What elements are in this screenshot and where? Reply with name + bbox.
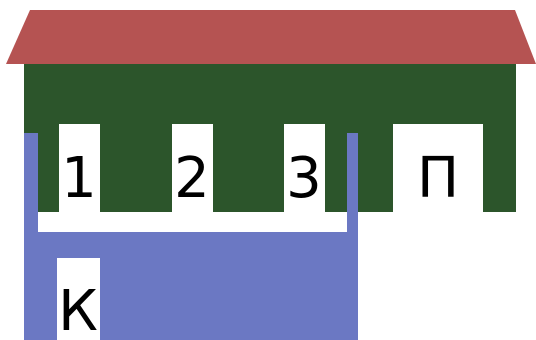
room-1-label: 1 [61,146,97,211]
roof-shape [6,10,536,64]
corridor-gap [38,212,347,232]
room-k-label: К [58,279,98,340]
room-p-label: П [417,146,459,211]
room-2-label: 2 [174,146,210,211]
room-3-label: 3 [286,146,322,211]
